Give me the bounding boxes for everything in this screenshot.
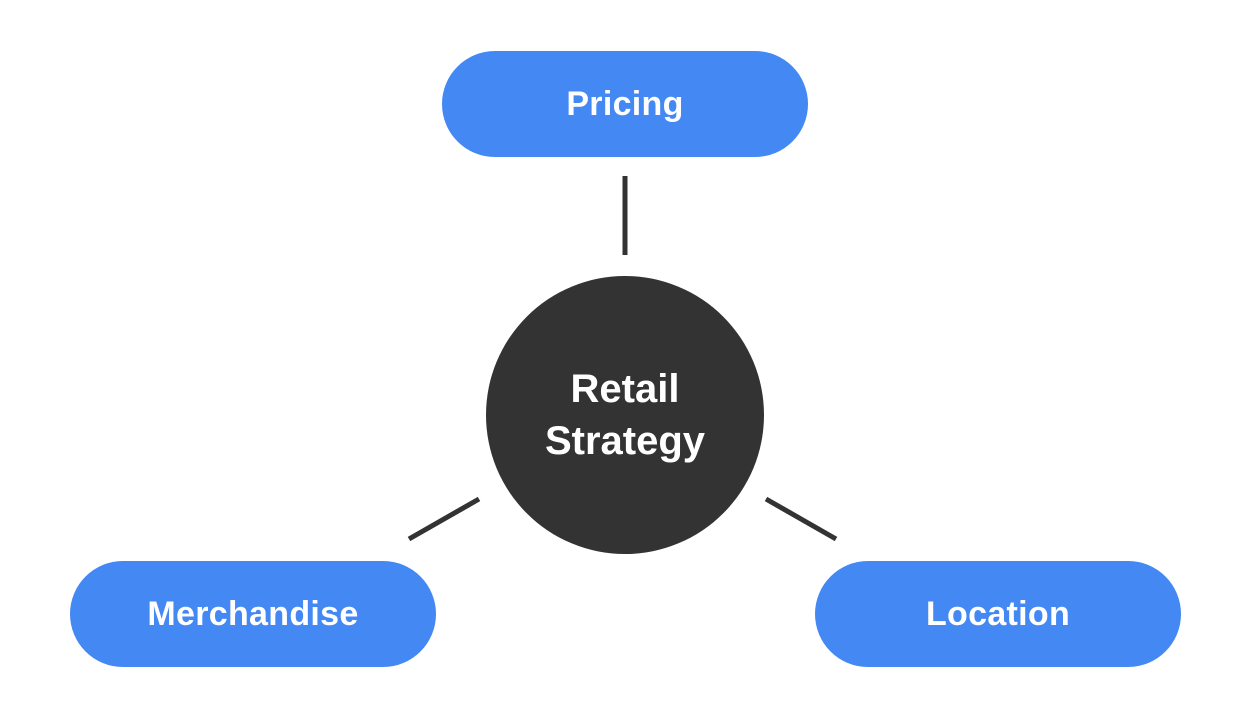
connector-location <box>764 496 838 542</box>
node-merchandise: Merchandise <box>70 561 436 667</box>
node-pricing-label: Pricing <box>566 84 684 123</box>
center-node-retail-strategy: Retail Strategy <box>486 276 764 554</box>
center-node-line2: Strategy <box>544 419 706 463</box>
node-merchandise-label: Merchandise <box>147 594 359 633</box>
center-node-line1: Retail <box>570 367 680 411</box>
node-location: Location <box>815 561 1181 667</box>
node-pricing: Pricing <box>442 51 808 157</box>
connector-merchandise <box>407 496 481 542</box>
node-location-label: Location <box>925 594 1071 633</box>
